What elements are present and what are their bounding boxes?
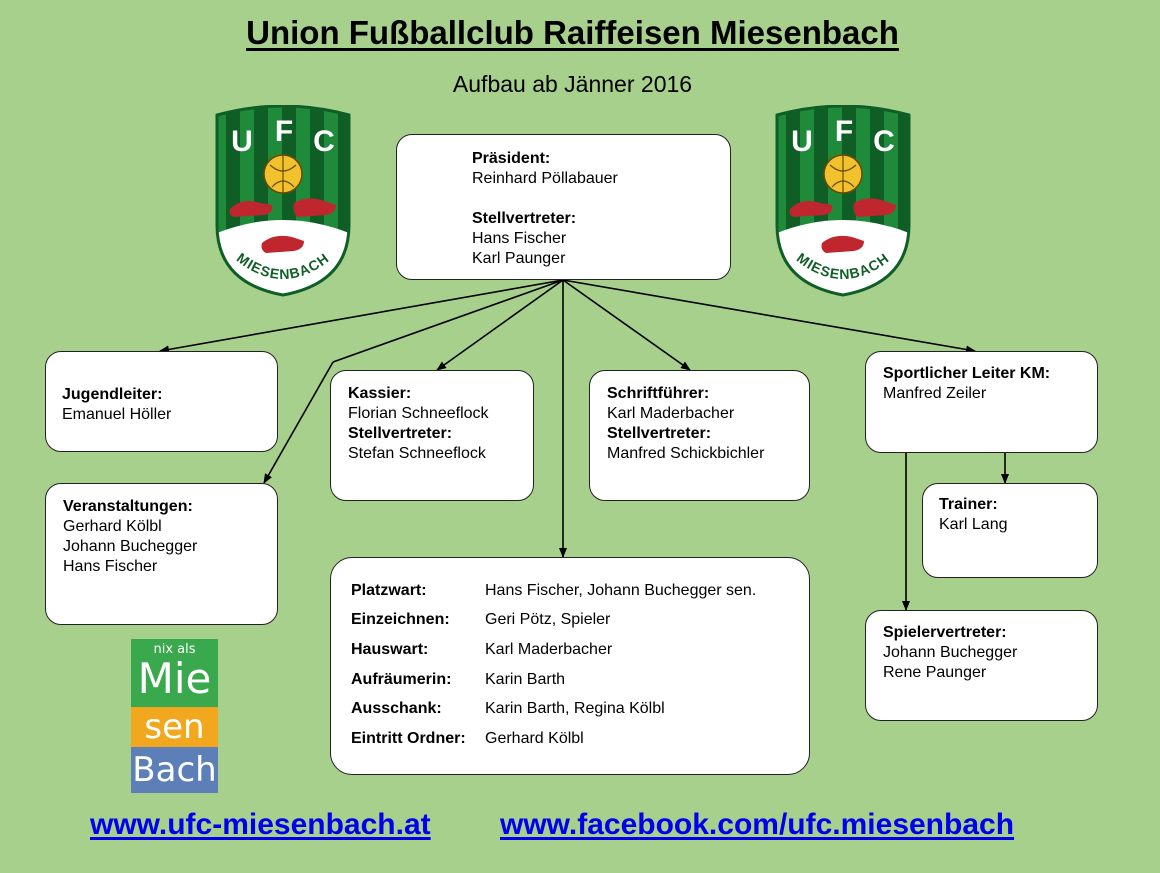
arrow-to-sportlicher-leiter bbox=[562, 279, 976, 354]
events-name-3: Hans Fischer bbox=[63, 558, 158, 575]
secretary-label: Schriftführer: bbox=[607, 385, 710, 402]
ufc-crest-right: U F C MIESENBACH bbox=[775, 105, 911, 297]
duty-role: Platzwart: bbox=[351, 581, 427, 599]
duty-row: Hauswart: Karl Maderbacher bbox=[351, 635, 809, 665]
ufc-crest-left: U F C MIESENBACH bbox=[215, 105, 351, 297]
events-label: Veranstaltungen: bbox=[63, 498, 193, 515]
president-deputy-label: Stellvertreter: bbox=[472, 210, 577, 227]
website-link[interactable]: www.ufc-miesenbach.at bbox=[90, 808, 431, 841]
trainer-label: Trainer: bbox=[939, 496, 998, 513]
duty-row: Ausschank: Karin Barth, Regina Kölbl bbox=[351, 694, 809, 724]
crest-letter-u: U bbox=[791, 125, 813, 158]
arrow-to-waypoint bbox=[332, 279, 564, 363]
duty-names: Gerhard Kölbl bbox=[485, 729, 584, 747]
president-deputy-2: Karl Paunger bbox=[472, 250, 566, 267]
logo-text-sen: sen bbox=[144, 707, 205, 747]
duties-box: Platzwart: Hans Fischer, Johann Buchegger… bbox=[330, 557, 810, 775]
arrow-to-kassier bbox=[436, 279, 564, 371]
player-rep-label: Spielervertreter: bbox=[883, 624, 1007, 641]
duty-row: Aufräumerin: Karin Barth bbox=[351, 665, 809, 695]
duty-names: Karin Barth bbox=[485, 670, 566, 688]
duty-names: Karl Maderbacher bbox=[485, 640, 613, 658]
page-title: Union Fußballclub Raiffeisen Miesenbach bbox=[246, 14, 899, 51]
crest-letter-f: F bbox=[835, 115, 853, 148]
duty-role: Einzeichnen: bbox=[351, 611, 450, 629]
sports-director-box: Sportlicher Leiter KM: Manfred Zeiler bbox=[865, 351, 1098, 453]
football-icon bbox=[823, 154, 863, 194]
duty-row: Eintritt Ordner: Gerhard Kölbl bbox=[351, 724, 809, 754]
crest-letter-u: U bbox=[231, 125, 253, 158]
crest-letter-c: C bbox=[313, 125, 335, 158]
boot-icon bbox=[789, 198, 896, 253]
duty-names: Geri Pötz, Spieler bbox=[485, 611, 611, 629]
treasurer-box: Kassier: Florian Schneeflock Stellvertre… bbox=[330, 370, 534, 501]
events-name-2: Johann Buchegger bbox=[63, 538, 198, 555]
youth-leader-label: Jugendleiter: bbox=[62, 386, 163, 403]
youth-leader-name: Emanuel Höller bbox=[62, 406, 172, 423]
secretary-deputy-name: Manfred Schickbichler bbox=[607, 445, 765, 462]
president-box: Präsident: Reinhard Pöllabauer Stellvert… bbox=[396, 134, 731, 280]
sports-director-label: Sportlicher Leiter KM: bbox=[883, 365, 1051, 382]
crest-letter-c: C bbox=[873, 125, 895, 158]
boot-icon bbox=[229, 198, 336, 253]
logo-text-mie: Mie bbox=[137, 654, 212, 703]
duty-role: Aufräumerin: bbox=[351, 670, 452, 688]
president-deputy-1: Hans Fischer bbox=[472, 230, 567, 247]
youth-leader-box: Jugendleiter: Emanuel Höller bbox=[45, 351, 278, 452]
football-icon bbox=[263, 154, 303, 194]
duty-names: Karin Barth, Regina Kölbl bbox=[485, 700, 665, 718]
events-name-1: Gerhard Kölbl bbox=[63, 518, 162, 535]
player-rep-name-2: Rene Paunger bbox=[883, 664, 987, 681]
treasurer-label: Kassier: bbox=[348, 385, 412, 402]
logo-text-bach: Bach bbox=[132, 750, 217, 790]
president-label: Präsident: bbox=[472, 150, 551, 167]
secretary-deputy-label: Stellvertreter: bbox=[607, 425, 712, 442]
duty-role: Eintritt Ordner: bbox=[351, 729, 466, 747]
treasurer-name: Florian Schneeflock bbox=[348, 405, 489, 422]
arrow-to-jugendleiter bbox=[159, 279, 564, 354]
duty-row: Einzeichnen: Geri Pötz, Spieler bbox=[351, 606, 809, 636]
treasurer-deputy-name: Stefan Schneeflock bbox=[348, 445, 486, 462]
president-name: Reinhard Pöllabauer bbox=[472, 170, 618, 187]
player-rep-box: Spielervertreter: Johann Buchegger Rene … bbox=[865, 610, 1098, 721]
sports-director-name: Manfred Zeiler bbox=[883, 385, 987, 402]
trainer-box: Trainer: Karl Lang bbox=[922, 483, 1098, 578]
duty-role: Ausschank: bbox=[351, 700, 442, 718]
secretary-box: Schriftführer: Karl Maderbacher Stellver… bbox=[589, 370, 810, 501]
logo-text-nix-als: nix als bbox=[153, 642, 196, 657]
duty-names: Hans Fischer, Johann Buchegger sen. bbox=[485, 581, 757, 599]
events-box: Veranstaltungen: Gerhard Kölbl Johann Bu… bbox=[45, 483, 278, 625]
arrow-to-veranstaltungen bbox=[263, 361, 334, 484]
duty-row: Platzwart: Hans Fischer, Johann Buchegger… bbox=[351, 576, 809, 606]
trainer-name: Karl Lang bbox=[939, 516, 1008, 533]
crest-letter-f: F bbox=[275, 115, 293, 148]
duty-role: Hauswart: bbox=[351, 640, 429, 658]
secretary-name: Karl Maderbacher bbox=[607, 405, 735, 422]
treasurer-deputy-label: Stellvertreter: bbox=[348, 425, 453, 442]
nix-als-miesenbach-logo: nix als Mie sen Bach bbox=[131, 639, 218, 793]
page-subtitle: Aufbau ab Jänner 2016 bbox=[452, 71, 693, 97]
player-rep-name-1: Johann Buchegger bbox=[883, 644, 1018, 661]
facebook-link[interactable]: www.facebook.com/ufc.miesenbach bbox=[500, 808, 1015, 841]
arrow-to-schriftfuehrer bbox=[562, 279, 691, 371]
